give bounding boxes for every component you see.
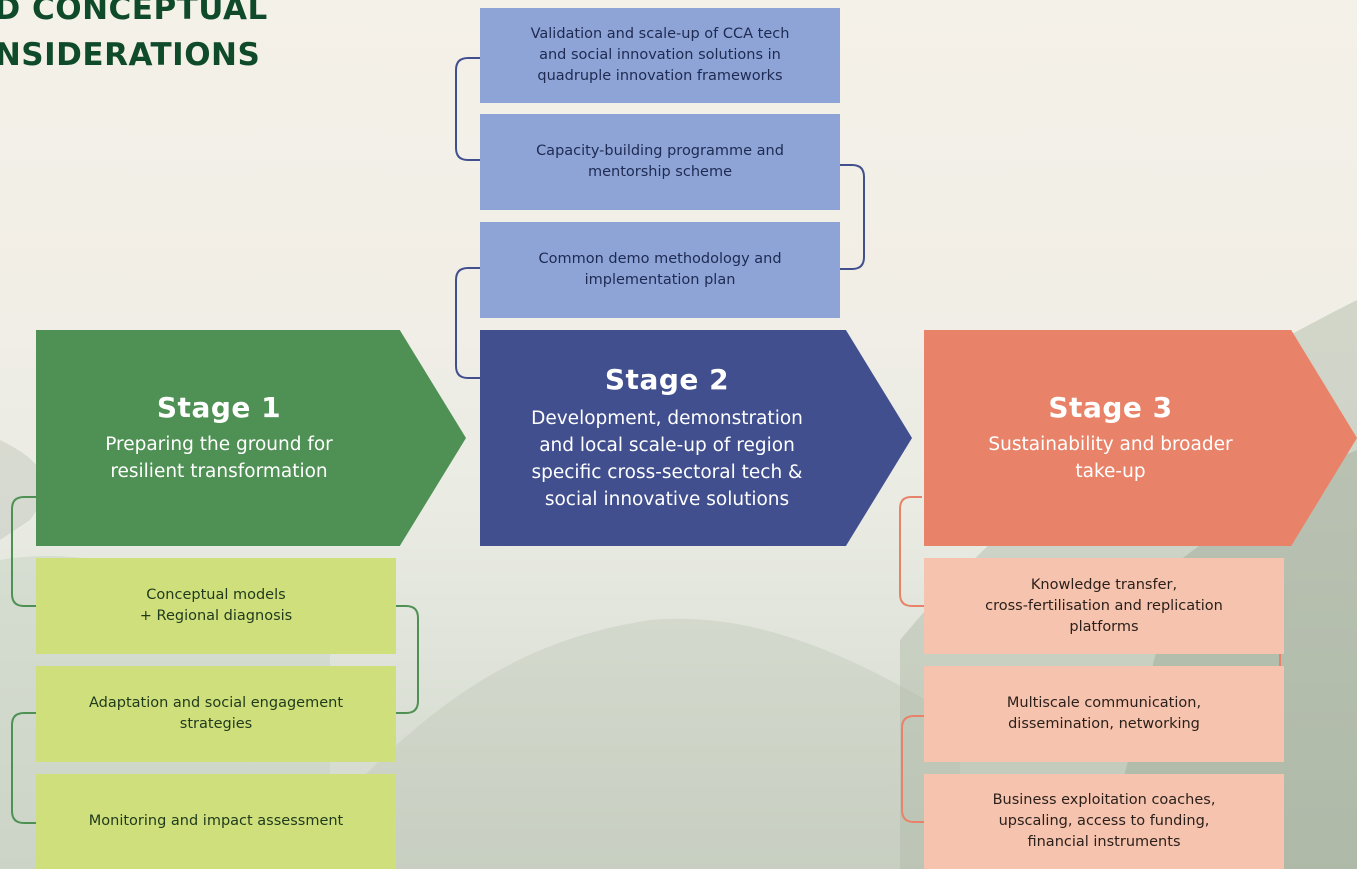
item-text: Monitoring and impact assessment xyxy=(88,813,344,829)
item-text: platforms xyxy=(1069,618,1139,635)
item-text: dissemination, networking xyxy=(1008,716,1200,732)
title-line-1: ND CONCEPTUAL xyxy=(0,0,268,27)
stage3-item-multiscale-communication: Multiscale communication, dissemination,… xyxy=(924,666,1284,762)
page-title: ND CONCEPTUAL ONSIDERATIONS xyxy=(0,0,268,78)
stage2-item-validation: Validation and scale-up of CCA tech and … xyxy=(480,8,840,103)
stage2-item-demo-methodology: Common demo methodology and implementati… xyxy=(480,222,840,318)
stage3-chevron: Stage 3 Sustainability and broader take-… xyxy=(924,330,1357,546)
subtitle-line: take-up xyxy=(1075,461,1146,482)
stage2-title: Stage 2 xyxy=(604,363,730,396)
item-text: financial instruments xyxy=(1027,834,1181,850)
item-text: Conceptual models xyxy=(146,587,286,603)
item-text: strategies xyxy=(179,716,253,732)
item-text: implementation plan xyxy=(584,272,736,288)
item-text: Capacity-building programme and xyxy=(536,143,784,159)
item-text: Knowledge transfer, xyxy=(1030,576,1178,593)
subtitle-line: Development, demonstration xyxy=(531,408,803,429)
subtitle-line: and local scale-up of region xyxy=(539,435,795,456)
item-text: Adaptation and social engagement xyxy=(89,695,343,711)
subtitle-line: resilient transformation xyxy=(110,461,328,482)
stage2-chevron: Stage 2 Development, demonstration and l… xyxy=(480,330,912,546)
item-text: Multiscale communication, xyxy=(1006,695,1202,711)
stage3-item-business-exploitation: Business exploitation coaches, upscaling… xyxy=(924,774,1284,869)
subtitle-line: Preparing the ground for xyxy=(105,434,333,455)
subtitle-line: social innovative solutions xyxy=(544,489,790,510)
stage3-title: Stage 3 xyxy=(1048,391,1173,424)
item-text: and social innovation solutions in xyxy=(539,47,781,63)
stage1-item-monitoring: Monitoring and impact assessment xyxy=(36,774,396,869)
item-text: cross-fertilisation and replication xyxy=(985,597,1223,614)
item-text: Business exploitation coaches, xyxy=(992,792,1216,808)
title-line-2: ONSIDERATIONS xyxy=(0,37,261,73)
item-text: quadruple innovation frameworks xyxy=(537,68,783,84)
item-text: Common demo methodology and xyxy=(538,251,782,267)
stage1-chevron: Stage 1 Preparing the ground for resilie… xyxy=(36,330,466,546)
stage2-item-capacity-building: Capacity-building programme and mentorsh… xyxy=(480,114,840,210)
subtitle-line: Sustainability and broader xyxy=(988,434,1233,455)
stage1-title: Stage 1 xyxy=(156,391,282,424)
item-text: + Regional diagnosis xyxy=(139,608,293,624)
item-text: Validation and scale-up of CCA tech xyxy=(530,26,790,42)
stage1-item-adaptation: Adaptation and social engagement strateg… xyxy=(36,666,396,762)
item-text: upscaling, access to funding, xyxy=(998,813,1210,829)
stage3-subtitle: Sustainability and broader take-up xyxy=(924,431,1297,485)
subtitle-line: specific cross-sectoral tech & xyxy=(531,462,803,483)
stage2-subtitle: Development, demonstration and local sca… xyxy=(480,405,854,513)
stage3-item-knowledge-transfer: Knowledge transfer, cross-fertilisation … xyxy=(924,558,1284,654)
stage1-item-conceptual-models: Conceptual models + Regional diagnosis xyxy=(36,558,396,654)
stage1-subtitle: Preparing the ground for resilient trans… xyxy=(36,431,402,485)
item-text: mentorship scheme xyxy=(587,164,732,180)
